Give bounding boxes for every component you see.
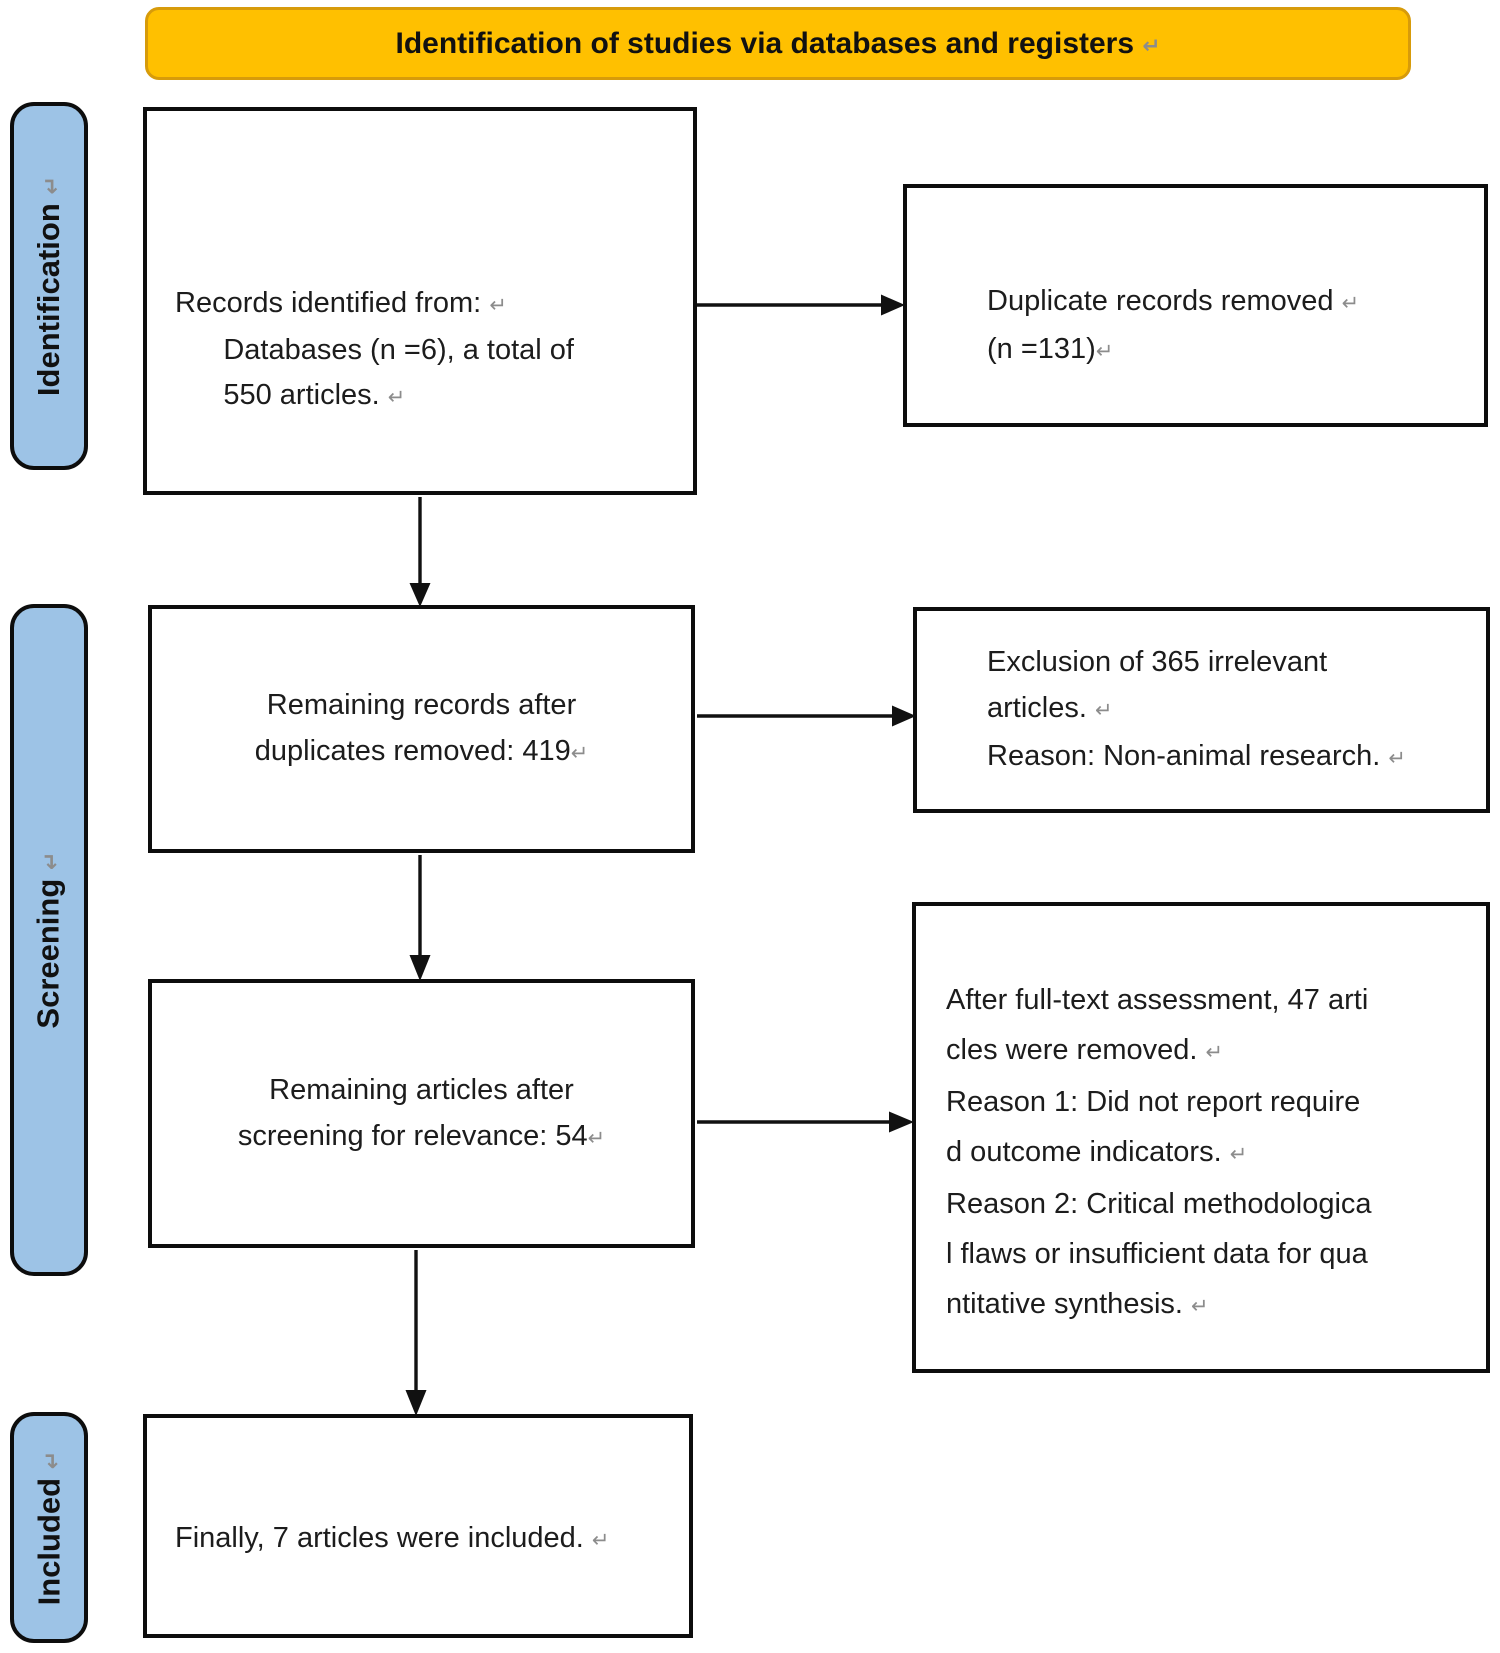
arrow-screened-to-included <box>405 1250 427 1416</box>
arrow-records-to-duplicates <box>697 294 905 316</box>
box-duplicates-removed: Duplicate records removed ↵ (n =131)↵ <box>903 184 1488 427</box>
stage-identification-text: Identification ↵ <box>31 175 67 397</box>
stage-included-text: Included ↵ <box>31 1450 66 1605</box>
stage-label-identification: Identification ↵ <box>10 102 88 470</box>
arrow-remaining-to-screened <box>409 855 431 981</box>
header-title: Identification of studies via databases … <box>395 26 1161 60</box>
box-fulltext-removal-reasons: After full-text assessment, 47 arti cles… <box>912 902 1490 1373</box>
box-remaining-after-screening-text: Remaining articles after screening for r… <box>237 1073 606 1152</box>
box-duplicates-removed-text: Duplicate records removed ↵ (n =131)↵ <box>987 284 1360 365</box>
box-remaining-after-duplicates: Remaining records after duplicates remov… <box>148 605 695 853</box>
box-fulltext-removal-reasons-text: After full-text assessment, 47 arti cles… <box>946 983 1372 1320</box>
header-banner: Identification of studies via databases … <box>145 7 1411 80</box>
stage-label-included: Included ↵ <box>10 1412 88 1643</box>
box-exclusion-irrelevant: Exclusion of 365 irrelevant articles. ↵ … <box>913 607 1490 813</box>
arrow-remaining-to-exclusion <box>697 705 916 727</box>
box-final-included: Finally, 7 articles were included. ↵ <box>143 1414 693 1638</box>
arrow-screened-to-reasons <box>697 1111 914 1133</box>
box-exclusion-irrelevant-text: Exclusion of 365 irrelevant articles. ↵ … <box>987 646 1406 772</box>
stage-label-screening: Screening ↵ <box>10 604 88 1276</box>
box-remaining-after-screening: Remaining articles after screening for r… <box>148 979 695 1248</box>
box-records-identified-text: Records identified from: ↵ Databases (n … <box>175 286 574 411</box>
arrow-records-to-remaining <box>409 497 431 607</box>
box-records-identified: Records identified from: ↵ Databases (n … <box>143 107 697 495</box>
stage-screening-text: Screening ↵ <box>31 851 67 1029</box>
box-final-included-text: Finally, 7 articles were included. ↵ <box>175 1521 610 1554</box>
box-remaining-after-duplicates-text: Remaining records after duplicates remov… <box>254 689 589 767</box>
